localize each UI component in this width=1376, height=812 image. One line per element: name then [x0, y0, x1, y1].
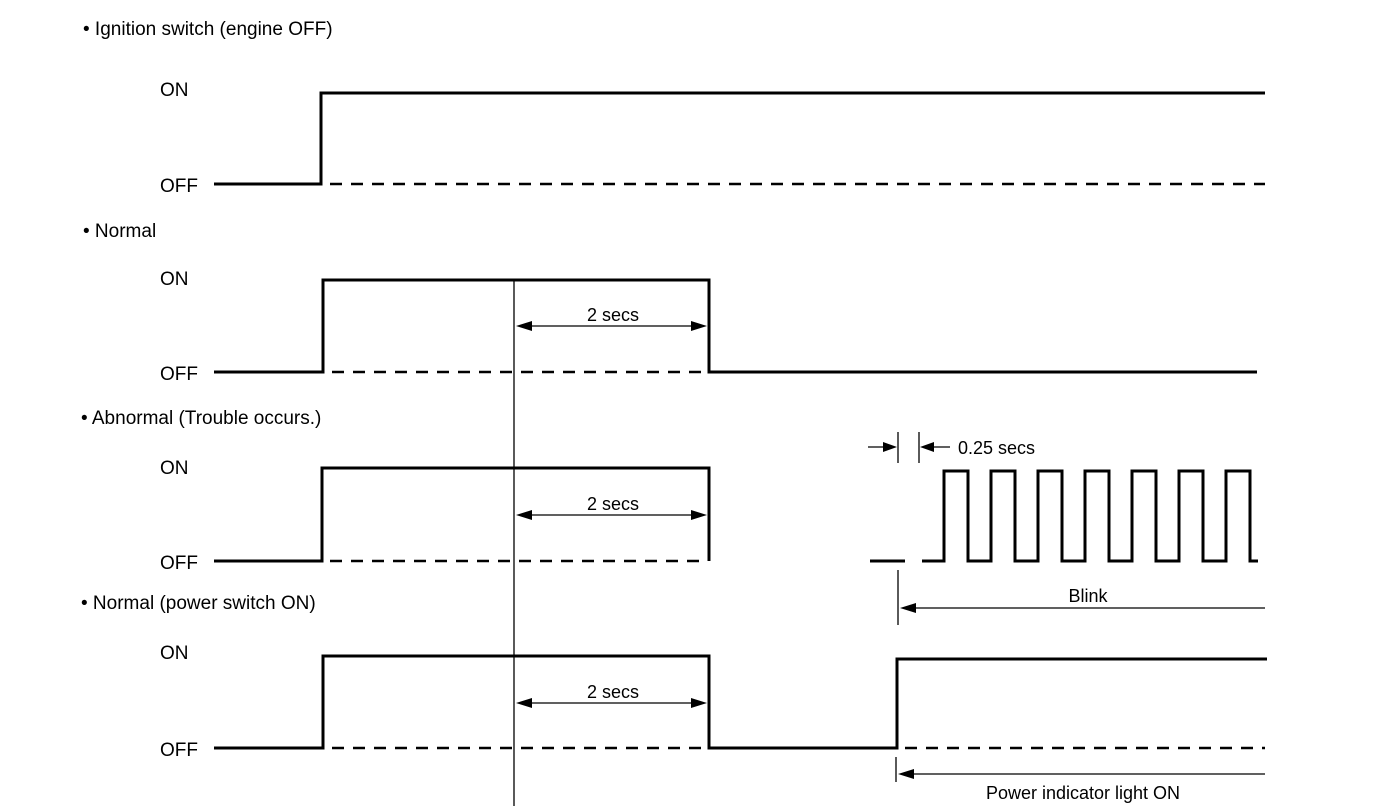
blink-dimension: Blink: [897, 570, 1265, 625]
duration-label: 2 secs: [587, 494, 639, 514]
off-level-label: OFF: [160, 553, 198, 574]
section-title: • Ignition switch (engine OFF): [83, 19, 333, 40]
blink-period-dimension: 0.25 secs: [868, 432, 1035, 463]
ignition-waveform: [214, 91, 1265, 186]
duration-dimension: 2 secs: [516, 494, 707, 520]
power-indicator-label: Power indicator light ON: [986, 783, 1180, 803]
section-ignition-switch: • Ignition switch (engine OFF) ON OFF: [83, 19, 1265, 197]
on-level-label: ON: [160, 458, 189, 479]
normal-waveform: [214, 278, 1257, 374]
section-title: • Normal: [83, 221, 156, 242]
off-level-label: OFF: [160, 364, 198, 385]
blink-period-label: 0.25 secs: [958, 438, 1035, 458]
on-level-label: ON: [160, 80, 189, 101]
power-switch-waveform: [214, 654, 1267, 750]
blink-label: Blink: [1068, 586, 1108, 606]
on-level-label: ON: [160, 269, 189, 290]
section-title: • Normal (power switch ON): [81, 593, 316, 614]
off-level-label: OFF: [160, 740, 198, 761]
power-indicator-dimension: Power indicator light ON: [895, 757, 1265, 803]
section-normal: • Normal ON OFF 2 secs: [83, 221, 1257, 385]
on-level-label: ON: [160, 643, 189, 664]
duration-label: 2 secs: [587, 682, 639, 702]
abnormal-waveform: [214, 466, 711, 563]
blink-waveform: [922, 469, 1258, 563]
duration-dimension: 2 secs: [516, 305, 707, 331]
section-normal-power-switch-on: • Normal (power switch ON) ON OFF 2 secs…: [81, 593, 1267, 803]
off-level-label: OFF: [160, 176, 198, 197]
duration-dimension: 2 secs: [516, 682, 707, 708]
duration-label: 2 secs: [587, 305, 639, 325]
section-abnormal: • Abnormal (Trouble occurs.) ON OFF 2 se…: [81, 408, 1265, 625]
section-title: • Abnormal (Trouble occurs.): [81, 408, 321, 429]
